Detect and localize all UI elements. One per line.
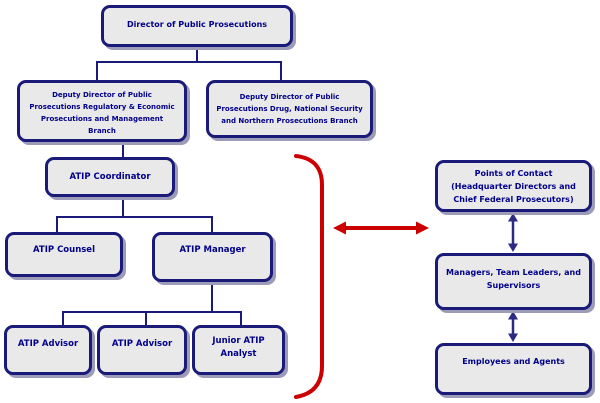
node-atip-counsel: ATIP Counsel [5, 232, 123, 277]
node-label: ATIP Manager [179, 245, 246, 255]
connector-deputy-right-drop [280, 61, 282, 80]
node-label: Director of Public Prosecutions [126, 20, 268, 29]
node-atip-advisor-2: ATIP Advisor [97, 325, 187, 375]
node-label-line: Prosecutions Drug, National Security [216, 105, 363, 113]
node-points-of-contact: Points of Contact (Headquarter Directors… [435, 160, 592, 212]
red-grouping-brace-icon [294, 154, 324, 399]
node-deputy-director-regulatory: Deputy Director of Public Prosecutions R… [17, 80, 187, 142]
vertical-double-arrow-bottom-icon [508, 311, 518, 342]
node-deputy-director-drug: Deputy Director of Public Prosecutions D… [206, 80, 373, 138]
node-label-line: Junior ATIP [212, 336, 265, 346]
connector-advisor2-drop [145, 311, 147, 325]
node-label: ATIP Advisor [111, 339, 173, 349]
node-label-line: Supervisors [486, 281, 541, 290]
node-label-line: Analyst [220, 349, 257, 359]
node-label-line: Branch [88, 127, 116, 135]
node-label-line: Prosecutions Regulatory & Economic [29, 103, 175, 111]
red-double-arrow-icon [333, 221, 429, 235]
connector-counsel-drop [56, 216, 58, 232]
node-label: ATIP Advisor [17, 339, 79, 349]
node-atip-advisor-1: ATIP Advisor [4, 325, 92, 375]
node-label-line: Chief Federal Prosecutors) [453, 195, 574, 204]
node-employees-and-agents: Employees and Agents [435, 343, 592, 395]
connector-manager-down [211, 282, 213, 311]
node-atip-coordinator: ATIP Coordinator [45, 157, 175, 197]
connector-director-stem [196, 47, 198, 61]
node-atip-manager: ATIP Manager [152, 232, 273, 282]
connector-deputy-left-drop [96, 61, 98, 80]
connector-advisors-crossbar [62, 311, 241, 313]
node-junior-atip-analyst: Junior ATIP Analyst [192, 325, 285, 375]
node-director: Director of Public Prosecutions [101, 5, 293, 47]
node-label-line: Deputy Director of Public [52, 91, 152, 99]
connector-coordinator-down [122, 197, 124, 216]
connector-director-crossbar [96, 61, 281, 63]
node-label: ATIP Coordinator [69, 172, 151, 182]
connector-advisor1-drop [62, 311, 64, 325]
node-managers-team-leaders: Managers, Team Leaders, and Supervisors [435, 253, 592, 310]
node-label-line: Deputy Director of Public [239, 93, 340, 101]
node-label: Employees and Agents [462, 357, 565, 366]
node-label-line: Managers, Team Leaders, and [446, 268, 581, 277]
connector-analyst-drop [240, 311, 242, 325]
connector-coordinator-stem [122, 142, 124, 157]
vertical-double-arrow-top-icon [508, 213, 518, 252]
node-label-line: and Northern Prosecutions Branch [221, 117, 358, 125]
node-label-line: (Headquarter Directors and [451, 182, 576, 191]
connector-manager-drop [211, 216, 213, 232]
connector-counsel-crossbar [56, 216, 212, 218]
node-label: ATIP Counsel [33, 245, 95, 255]
node-label-line: Points of Contact [474, 169, 553, 178]
node-label-line: Prosecutions and Management [40, 115, 164, 123]
